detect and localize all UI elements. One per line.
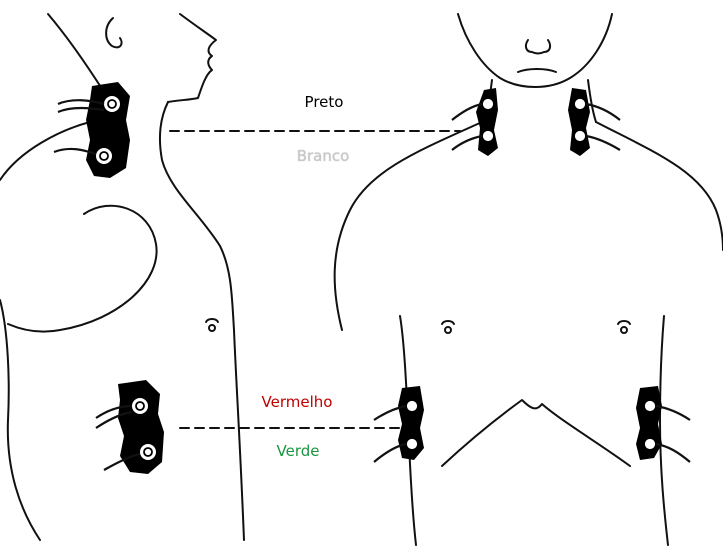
side-lower-electrodes (96, 380, 164, 474)
label-green-lead: Verde (277, 442, 320, 460)
front-nipple-right-fold (618, 321, 630, 324)
front-neck-right (588, 80, 596, 122)
side-face-profile (168, 14, 216, 102)
front-nipple-right (621, 327, 627, 333)
side-arm-outline (8, 206, 157, 332)
front-nose (526, 40, 550, 54)
front-nipple-left-fold (442, 321, 454, 324)
label-black-lead: Preto (305, 93, 344, 111)
side-lower-back-outline (0, 300, 40, 540)
side-head-back-outline (48, 14, 104, 92)
front-view-figure (335, 14, 723, 545)
front-nipple-left (445, 327, 451, 333)
front-torso-right (660, 316, 668, 545)
front-ribcage (442, 400, 630, 466)
front-abdomen-left-electrodes (374, 386, 424, 462)
front-shoulder-right (596, 122, 723, 250)
front-mouth (518, 69, 556, 72)
side-back-outline (0, 122, 90, 180)
label-red-lead: Vermelho (262, 393, 333, 411)
front-shoulder-left (335, 122, 482, 330)
side-ear-outline (106, 18, 121, 47)
side-nipple-fold (206, 319, 218, 322)
label-white-lead: Branco (297, 147, 350, 165)
side-nipple (209, 325, 215, 331)
front-abdomen-right-electrodes (636, 386, 690, 462)
front-face-outline (458, 14, 612, 87)
side-front-outline (160, 102, 244, 540)
front-neck-right-electrodes (568, 88, 620, 156)
front-neck-left-electrodes (452, 88, 498, 156)
